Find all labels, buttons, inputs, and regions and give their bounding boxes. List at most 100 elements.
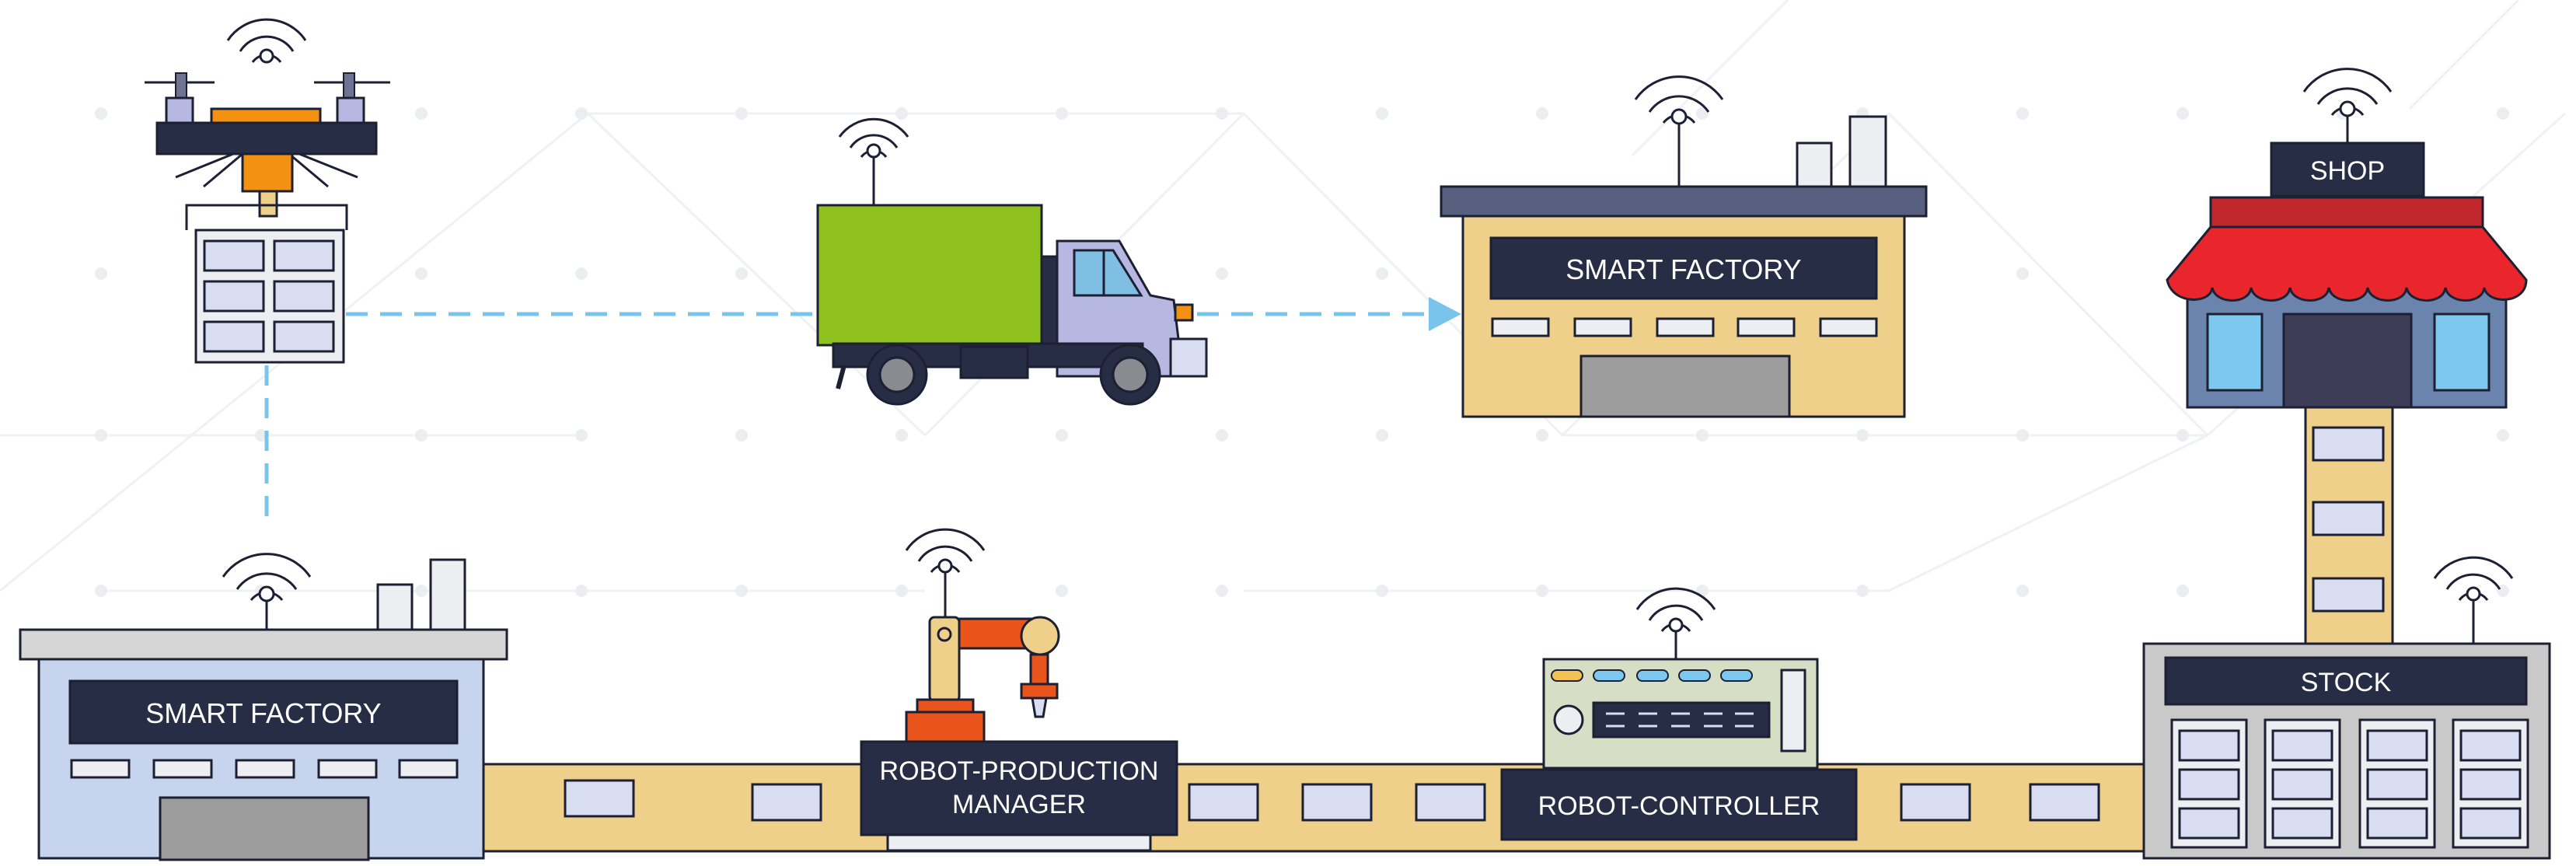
- network-dot: [735, 429, 748, 442]
- network-dot: [1056, 429, 1068, 442]
- network-dot: [575, 429, 588, 442]
- network-dot: [575, 107, 588, 120]
- network-dot: [1856, 429, 1869, 442]
- network-dot: [575, 267, 588, 280]
- stock-box: [2366, 768, 2428, 801]
- wifi-signal-icon: [2433, 556, 2514, 602]
- network-dot: [415, 107, 428, 120]
- shop-label: SHOP: [2310, 156, 2385, 186]
- factory-chimney: [429, 558, 466, 633]
- network-line: [1887, 112, 2209, 437]
- stock-box: [2366, 807, 2428, 840]
- network-dot: [1696, 429, 1709, 442]
- network-dot: [2176, 585, 2189, 597]
- shop-awning: [2166, 225, 2528, 302]
- network-dot: [415, 429, 428, 442]
- robot-controller-sign: [1500, 768, 1858, 841]
- factory-door: [1579, 354, 1791, 418]
- factory-chimney: [1848, 115, 1887, 188]
- stock-box: [2366, 729, 2428, 762]
- network-dot: [2497, 429, 2509, 442]
- network-dot: [895, 429, 908, 442]
- stock-box: [2459, 807, 2522, 840]
- network-dot: [895, 107, 908, 120]
- network-dot: [95, 267, 107, 280]
- robot-production-manager-sign: [860, 740, 1178, 836]
- factory-door: [159, 796, 370, 861]
- stock-box: [2178, 768, 2240, 801]
- network-dot: [95, 107, 107, 120]
- wifi-signal-icon: [1634, 75, 1724, 125]
- network-dot: [575, 585, 588, 597]
- network-dot: [255, 429, 267, 442]
- network-dot: [2016, 429, 2029, 442]
- network-dot: [1536, 585, 1548, 597]
- wifi-signal-icon: [905, 528, 986, 574]
- stock-label: STOCK: [2301, 668, 2392, 697]
- network-dot: [1376, 107, 1388, 120]
- network-dot: [735, 107, 748, 120]
- stock-box: [2178, 729, 2240, 762]
- network-dot: [895, 585, 908, 597]
- network-dot: [415, 585, 428, 597]
- network-dot: [1856, 585, 1869, 597]
- network-dot: [735, 267, 748, 280]
- smart-factory-top-label: SMART FACTORY: [1565, 253, 1801, 285]
- conveyor-package: [2029, 783, 2100, 822]
- conveyor-package: [1415, 783, 1486, 822]
- factory-sign: [1489, 236, 1878, 300]
- stock-box: [2178, 807, 2240, 840]
- network-dot: [1376, 429, 1388, 442]
- network-dot: [1216, 267, 1228, 280]
- stock-shelves: [2170, 718, 2529, 849]
- network-dot: [1056, 585, 1068, 597]
- smart-factory-bottom-label: SMART FACTORY: [145, 697, 381, 729]
- background-network: [0, 0, 2567, 597]
- arrowhead-icon: [1429, 297, 1461, 331]
- wifi-signal-icon: [226, 18, 307, 64]
- network-dot: [95, 585, 107, 597]
- smart-factory-top: SMART FACTORY: [1440, 115, 1928, 418]
- network-dot: [2016, 585, 2029, 597]
- network-dot: [1536, 107, 1548, 120]
- stock-sign: [2164, 656, 2528, 706]
- network-line: [1888, 434, 2208, 592]
- network-dot: [2016, 107, 2029, 120]
- robot-arm-icon: ROBOT-PRODUCTION MANAGER: [860, 571, 1178, 852]
- network-dot: [1696, 107, 1709, 120]
- wifi-signal-icon: [2302, 68, 2393, 117]
- robot-production-manager-label-line2: MANAGER: [952, 790, 1086, 819]
- delivery-truck-icon: [816, 155, 1208, 406]
- shop-sign: [2270, 141, 2425, 197]
- network-dot: [2497, 107, 2509, 120]
- factory-chimney: [376, 583, 414, 633]
- conveyor-package: [751, 783, 822, 822]
- factory-sign: [68, 679, 459, 745]
- factory-chimney: [1796, 141, 1833, 188]
- network-line: [1631, 0, 1789, 157]
- wifi-signal-icon: [222, 553, 312, 602]
- network-dot: [1216, 429, 1228, 442]
- drone-icon: [145, 72, 390, 364]
- stock-warehouse-icon: STOCK: [2142, 599, 2551, 860]
- conveyor-package: [564, 779, 635, 818]
- conveyor-package: [1188, 783, 1259, 822]
- network-dot: [2016, 267, 2029, 280]
- shop-tower: [2304, 403, 2394, 648]
- network-dot: [415, 267, 428, 280]
- conveyor-package: [1900, 783, 1971, 822]
- dashed-connections: [264, 297, 1461, 529]
- stock-box: [2271, 729, 2333, 762]
- network-dot: [1056, 107, 1068, 120]
- network-dot: [1216, 585, 1228, 597]
- stock-box: [2271, 807, 2333, 840]
- wifi-signal-icon: [1635, 587, 1716, 633]
- shop-icon: SHOP: [2166, 113, 2528, 409]
- network-dot: [1536, 429, 1548, 442]
- network-dot: [1376, 585, 1388, 597]
- network-dot: [95, 429, 107, 442]
- stock-box: [2271, 768, 2333, 801]
- smart-factory-bottom: SMART FACTORY: [19, 558, 508, 861]
- network-line: [2408, 0, 2520, 110]
